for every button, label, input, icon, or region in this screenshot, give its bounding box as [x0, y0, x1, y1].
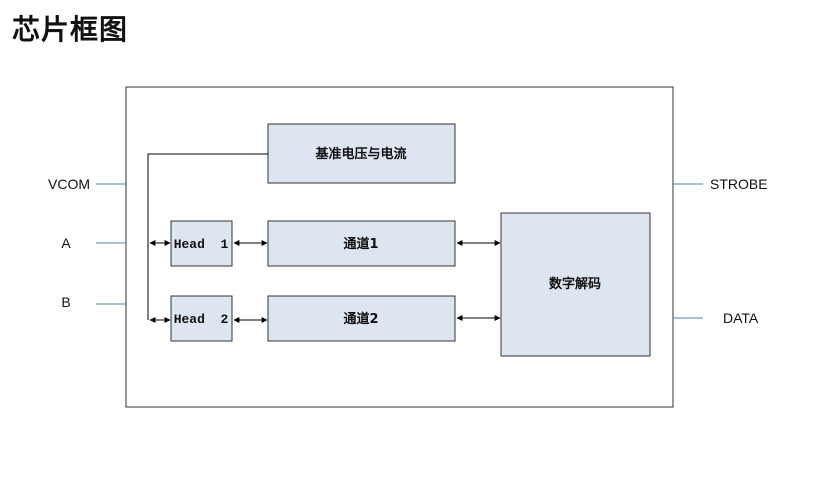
reference-feed-wire — [147, 153, 268, 320]
pin-label-b: B — [61, 294, 70, 310]
head1-label: Head 1 — [174, 237, 229, 252]
head1-block — [170, 220, 233, 267]
pin-label-vcom: VCOM — [48, 176, 90, 192]
head2-label: Head 2 — [174, 312, 229, 327]
channel1-block — [267, 220, 456, 267]
reference-block — [267, 123, 456, 184]
decoder-label: 数字解码 — [549, 276, 601, 292]
reference-block-label: 基准电压与电流 — [314, 146, 406, 162]
decoder-block — [500, 212, 651, 357]
diagram-title: 芯片框图 — [12, 13, 129, 46]
pin-label-strobe: STROBE — [710, 176, 768, 192]
channel2-block — [267, 295, 456, 342]
pin-label-a: A — [61, 235, 71, 251]
head2-block — [170, 295, 233, 342]
channel2-label: 通道2 — [343, 311, 378, 327]
channel1-label: 通道1 — [343, 236, 378, 252]
pin-label-data: DATA — [723, 310, 759, 326]
